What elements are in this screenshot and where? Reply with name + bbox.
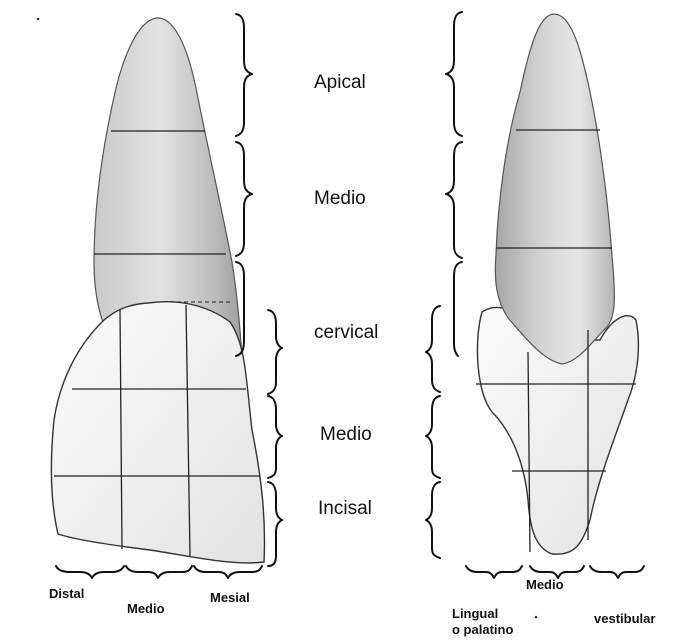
bottom-label-vestibular: vestibular: [594, 611, 655, 626]
bracket-front-medio-crown: [268, 396, 282, 478]
side-root: [495, 14, 614, 364]
bottom-label-lingual-line1: Lingual: [452, 606, 498, 621]
bracket-side-cervical-root: [454, 262, 462, 356]
bottom-label-distal: Distal: [49, 586, 84, 601]
bottom-label-lingual-line2: o palatino: [452, 622, 513, 637]
bracket-front-apical: [236, 14, 252, 136]
zone-label-medio-crown: Medio: [320, 424, 372, 446]
bracket-side-incisal: [426, 482, 440, 558]
speck-side-bottom: [535, 616, 538, 619]
zone-label-apical: Apical: [314, 72, 366, 94]
bracket-bottom-vestibular: [590, 566, 644, 578]
zone-label-medio-root: Medio: [314, 188, 366, 210]
bracket-side-cervical-crown: [426, 306, 440, 392]
bottom-label-medio-front: Medio: [127, 601, 165, 616]
bracket-bottom-lingual: [466, 566, 522, 578]
bottom-label-mesial: Mesial: [210, 590, 250, 605]
front-crown: [51, 302, 264, 563]
bracket-front-incisal: [268, 482, 282, 566]
speck-top-left: [37, 18, 40, 21]
bracket-front-cervical-crown: [268, 310, 282, 394]
bracket-side-medio: [446, 142, 462, 258]
bracket-bottom-mesial: [194, 566, 262, 578]
bracket-side-apical: [446, 12, 462, 136]
bracket-bottom-medio-front: [126, 566, 192, 578]
bottom-label-medio-side: Medio: [526, 577, 564, 592]
front-view-tooth: [51, 18, 264, 563]
bracket-bottom-distal: [56, 566, 124, 578]
bracket-front-medio: [236, 142, 252, 256]
bracket-side-medio-crown: [426, 396, 440, 478]
zone-label-incisal: Incisal: [318, 498, 372, 520]
zone-label-cervical: cervical: [314, 322, 378, 344]
side-view-tooth: [476, 14, 638, 554]
